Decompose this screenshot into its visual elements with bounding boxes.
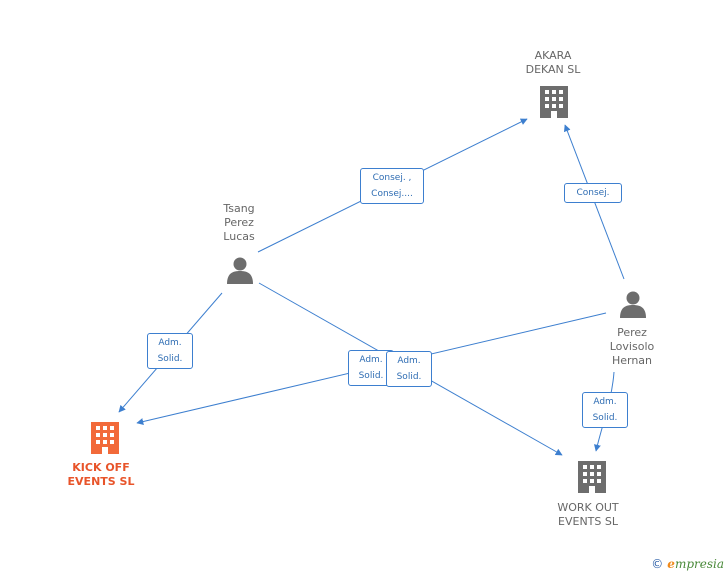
node-label-kickoff[interactable]: KICK OFF EVENTS SL	[67, 461, 135, 488]
building-icon[interactable]	[578, 461, 606, 493]
brand-logo-text: mpresia	[674, 557, 724, 571]
node-label-workout[interactable]: WORK OUT EVENTS SL	[557, 501, 619, 528]
edge-label-perez-akara[interactable]: Consej.	[564, 183, 622, 203]
brand-logo-e: e	[667, 557, 675, 571]
building-icon[interactable]	[540, 86, 568, 118]
edge-label-perez-workout[interactable]: Adm. Solid.	[582, 392, 628, 428]
node-label-tsang[interactable]: Tsang Perez Lucas	[223, 202, 255, 243]
person-icon[interactable]	[620, 291, 646, 319]
node-label-perez[interactable]: Perez Lovisolo Hernan	[609, 326, 655, 367]
edge-label-tsang-workout[interactable]: Adm. Solid.	[386, 351, 432, 387]
building-icon[interactable]	[91, 422, 119, 454]
copyright-symbol: ©	[651, 557, 664, 571]
footer-brand: ©empresia	[651, 557, 724, 571]
node-label-akara[interactable]: AKARA DEKAN SL	[525, 49, 581, 76]
edge-label-tsang-kickoff[interactable]: Adm. Solid.	[147, 333, 193, 369]
person-icon[interactable]	[227, 257, 253, 285]
edge-label-tsang-akara[interactable]: Consej. , Consej....	[360, 168, 424, 204]
